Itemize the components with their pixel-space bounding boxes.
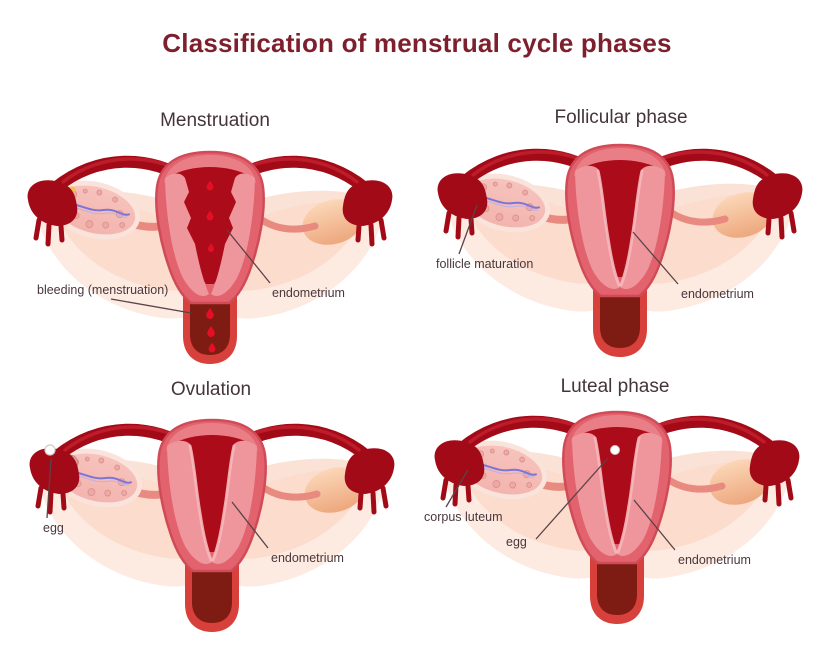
label-follicle-maturation: follicle maturation	[436, 257, 534, 271]
phase-title-luteal: Luteal phase	[560, 376, 670, 397]
uterus-illustration-follicular	[437, 143, 803, 357]
label-endometrium-menstruation: endometrium	[272, 286, 345, 300]
label-egg-ovulation: egg	[43, 521, 64, 535]
label-egg-luteal: egg	[506, 535, 527, 549]
label-endometrium-ovulation: endometrium	[271, 551, 344, 565]
label-corpus-luteum: corpus luteum	[424, 510, 503, 524]
page-title: Classification of menstrual cycle phases	[162, 28, 672, 58]
phase-title-follicular: Follicular phase	[554, 107, 688, 128]
uterus-illustration-menstruation	[27, 150, 393, 364]
label-endometrium-luteal: endometrium	[678, 553, 751, 567]
phase-title-menstruation: Menstruation	[160, 110, 270, 131]
uterus-illustration-ovulation	[29, 418, 395, 632]
label-endometrium-follicular: endometrium	[681, 287, 754, 301]
label-bleeding-menstruation: bleeding (menstruation)	[37, 283, 169, 297]
phase-title-ovulation: Ovulation	[170, 379, 252, 400]
